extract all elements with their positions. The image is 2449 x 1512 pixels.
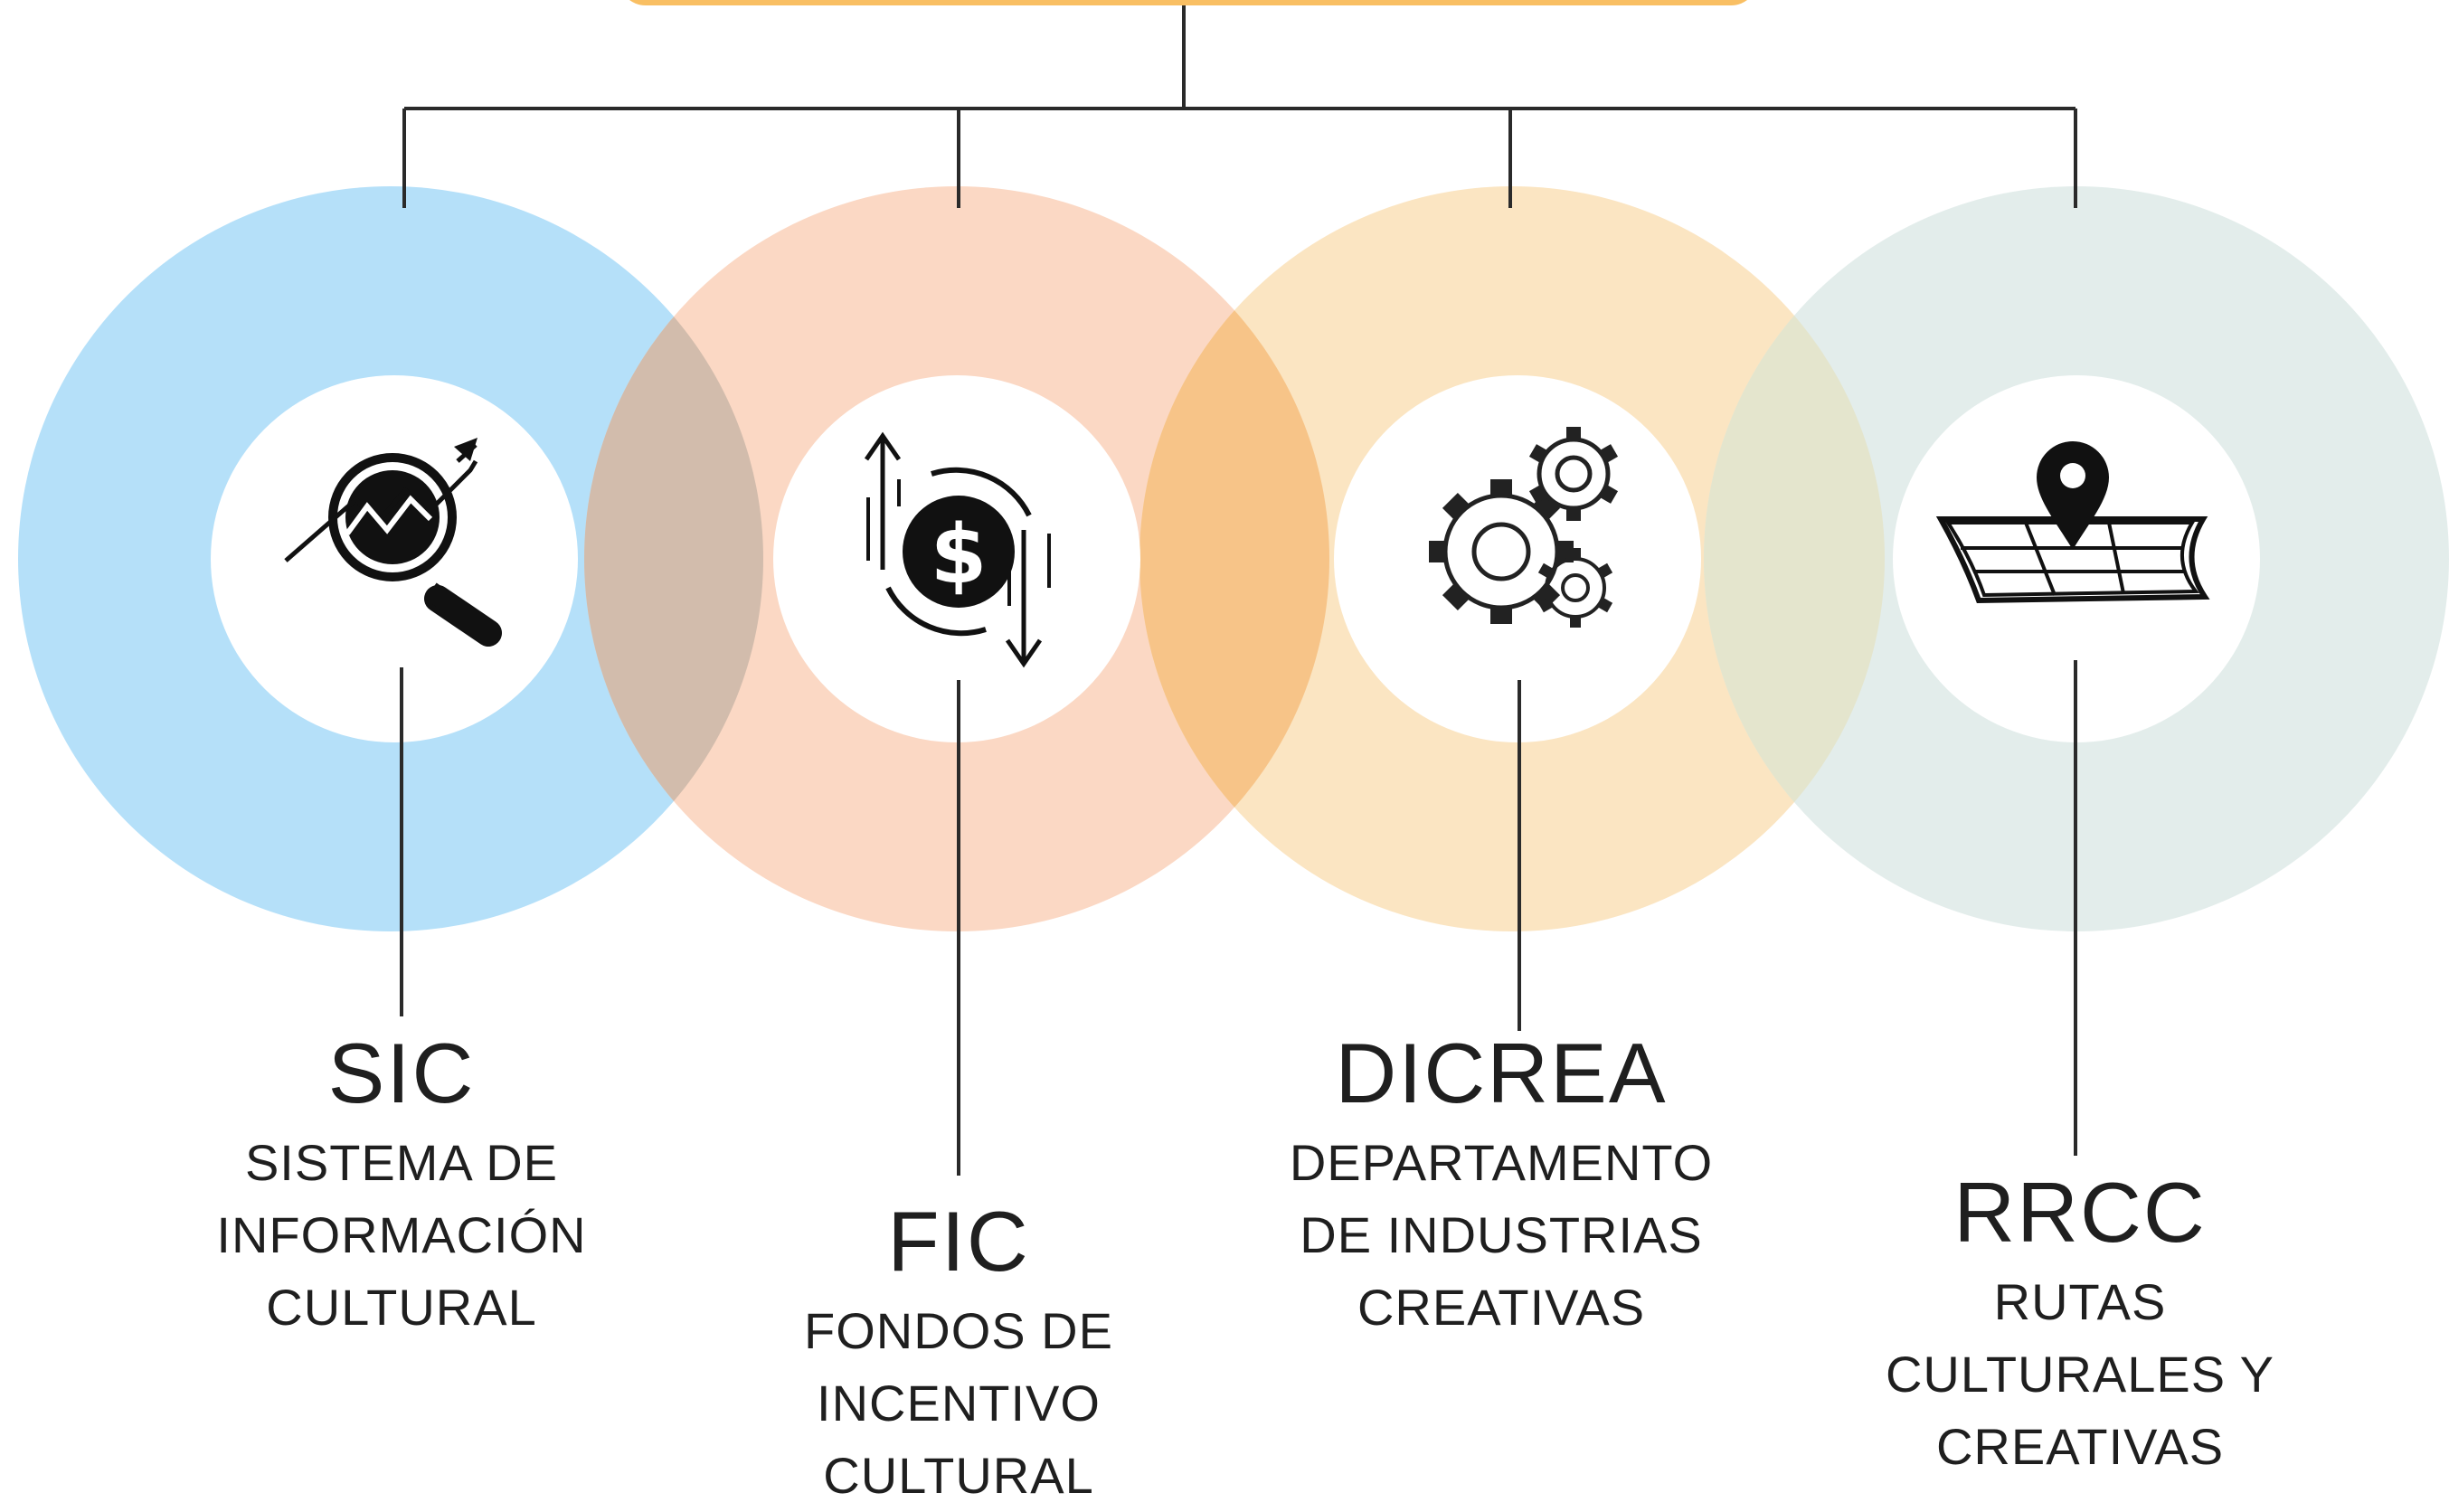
svg-text:$: $ (931, 507, 988, 602)
node-label-dicrea: DICREA DEPARTAMENTO DE INDUSTRIAS CREATI… (1290, 1031, 1713, 1344)
node-description-line: CREATIVAS (1935, 1418, 2225, 1475)
node-description-line: FONDOS DE (804, 1302, 1113, 1359)
node-description-line: DE INDUSTRIAS (1300, 1206, 1703, 1263)
node-description-line: CULTURALES Y (1885, 1346, 2275, 1403)
node-label-sic: SIC SISTEMA DE INFORMACIÓN CULTURAL (216, 1031, 586, 1344)
node-acronym: SIC (327, 1025, 476, 1120)
node-acronym: FIC (887, 1194, 1030, 1289)
node-description-line: DEPARTAMENTO (1289, 1134, 1714, 1191)
node-acronym: RRCC (1953, 1165, 2207, 1260)
node-description-line: CULTURAL (823, 1447, 1094, 1504)
map-location-pin-icon (1935, 441, 2210, 604)
connectors (400, 5, 2077, 1176)
node-description-line: CREATIVAS (1357, 1279, 1646, 1336)
node-description-line: INCENTIVO (817, 1375, 1101, 1432)
top-box (629, 0, 1747, 5)
money-exchange-icon: $ (864, 431, 1051, 668)
gears-icon (1429, 427, 1619, 628)
analytics-magnifier-icon (284, 438, 502, 647)
node-description-line: CULTURAL (266, 1279, 537, 1336)
node-description-line: RUTAS (1993, 1273, 2167, 1330)
node-label-fic: FIC FONDOS DE INCENTIVO CULTURAL (804, 1199, 1113, 1512)
node-description-line: SISTEMA DE (244, 1134, 559, 1191)
node-label-rrcc: RRCC RUTAS CULTURALES Y CREATIVAS (1886, 1170, 2274, 1483)
node-description-line: INFORMACIÓN (216, 1206, 587, 1263)
node-acronym: DICREA (1335, 1025, 1668, 1120)
